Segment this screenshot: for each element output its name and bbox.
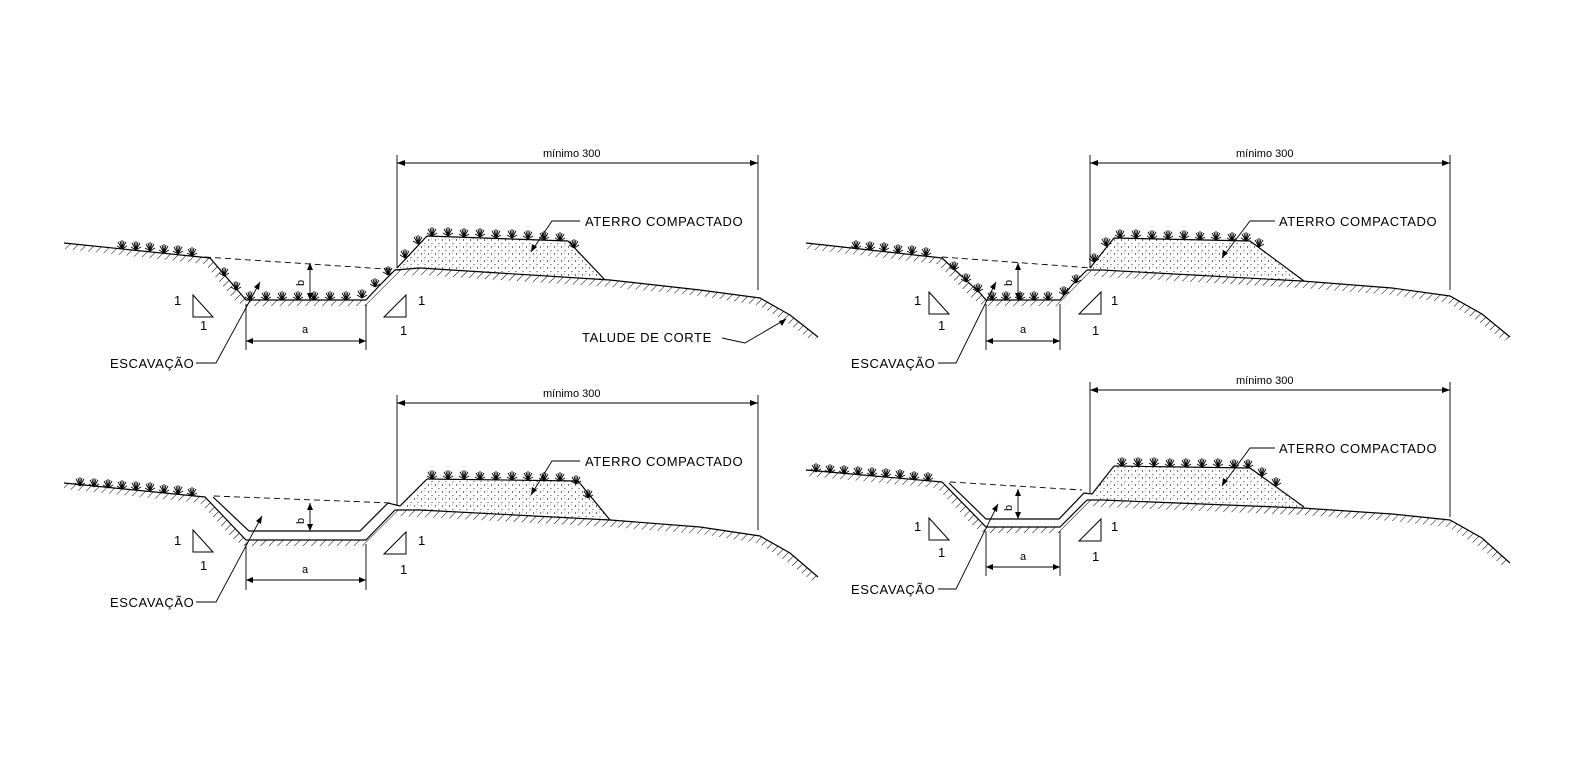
excavation-label: ESCAVAÇÃO xyxy=(851,582,935,597)
fill-label: ATERRO COMPACTADO xyxy=(1279,441,1437,456)
dim-b-label: b xyxy=(1003,505,1015,511)
section-panel: b a 1 1 1 1 mínimo 300 ATERRO COMPACTADO… xyxy=(805,148,1511,371)
dim-b-label: b xyxy=(295,518,307,524)
slope-ratio-icon xyxy=(1078,518,1102,542)
slope-value: 1 xyxy=(914,293,922,308)
slope-value: 1 xyxy=(400,323,408,338)
slope-value: 1 xyxy=(418,533,426,548)
dim-a-label: a xyxy=(1020,324,1027,336)
slope-value: 1 xyxy=(1092,549,1100,564)
compacted-fill-area xyxy=(397,236,605,280)
fill-label: ATERRO COMPACTADO xyxy=(1279,214,1437,229)
excavation-label: ESCAVAÇÃO xyxy=(851,356,935,371)
slope-ratio-icon xyxy=(192,294,214,318)
slope-value: 1 xyxy=(174,293,182,308)
section-panel: b a 1 1 1 1 mínimo 300 ATERRO COMPACTADO… xyxy=(63,388,819,610)
slope-value: 1 xyxy=(1111,293,1119,308)
fill-label: ATERRO COMPACTADO xyxy=(585,214,743,229)
dim-a-label: a xyxy=(1020,551,1027,563)
slope-value: 1 xyxy=(200,318,208,333)
cut-slope-label: TALUDE DE CORTE xyxy=(582,330,712,345)
dim-a-label: a xyxy=(302,564,309,576)
original-ground-line xyxy=(204,256,401,271)
dim-a-label: a xyxy=(302,324,309,336)
fill-label: ATERRO COMPACTADO xyxy=(585,454,743,469)
minimum-width-label: mínimo 300 xyxy=(543,388,600,400)
slope-ratio-icon xyxy=(928,517,950,541)
ground-hatch xyxy=(64,243,818,341)
slope-ratio-icon xyxy=(192,529,214,553)
slope-ratio-icon xyxy=(1078,291,1102,315)
dim-b-label: b xyxy=(295,280,307,286)
slope-ratio-icon xyxy=(383,531,407,555)
slope-value: 1 xyxy=(938,545,946,560)
slope-value: 1 xyxy=(418,293,426,308)
slope-value: 1 xyxy=(914,519,922,534)
slope-value: 1 xyxy=(1111,519,1119,534)
minimum-width-label: mínimo 300 xyxy=(543,148,600,160)
slope-value: 1 xyxy=(1092,323,1100,338)
ditch-lining xyxy=(212,478,428,532)
minimum-width-label: mínimo 300 xyxy=(1236,375,1293,387)
slope-ratio-icon xyxy=(383,294,407,318)
slope-value: 1 xyxy=(400,562,408,577)
slope-ratio-icon xyxy=(928,291,950,315)
slope-value: 1 xyxy=(938,318,946,333)
slope-value: 1 xyxy=(174,533,182,548)
excavation-label: ESCAVAÇÃO xyxy=(110,595,194,610)
section-panel: b a 1 1 1 1 mínimo 300 ATERRO COMPACTADO… xyxy=(63,148,819,371)
section-panel: b a 1 1 1 1 mínimo 300 ATERRO COMPACTADO… xyxy=(805,375,1511,597)
dim-b-label: b xyxy=(1003,280,1015,286)
excavation-label: ESCAVAÇÃO xyxy=(110,356,194,371)
slope-value: 1 xyxy=(200,558,208,573)
minimum-width-label: mínimo 300 xyxy=(1236,148,1293,160)
